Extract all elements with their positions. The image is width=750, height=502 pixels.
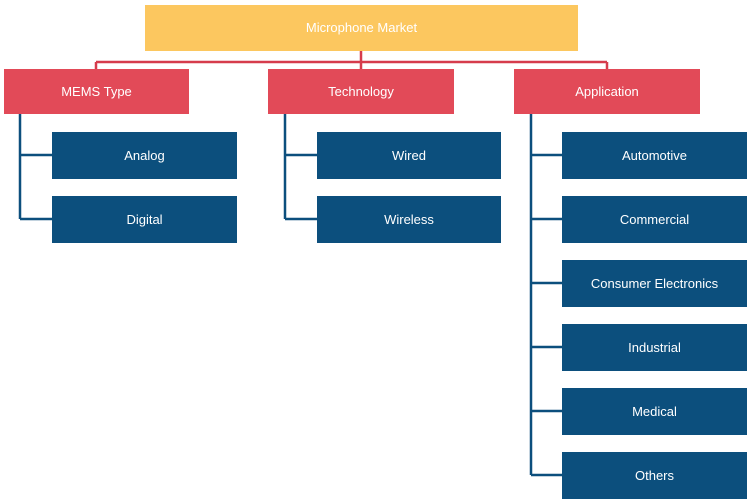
leaf-label: Digital <box>126 211 163 227</box>
category-technology: Technology <box>268 69 454 114</box>
mems-type-connector <box>18 114 52 221</box>
leaf-label: Industrial <box>628 339 681 355</box>
technology-connector <box>283 114 317 221</box>
leaf-wired: Wired <box>317 132 501 179</box>
root-node: Microphone Market <box>145 5 578 51</box>
root-node-label: Microphone Market <box>305 20 418 36</box>
category-mems-type: MEMS Type <box>4 69 189 114</box>
leaf-label: Wired <box>392 147 426 163</box>
leaf-others: Others <box>562 452 747 499</box>
category-label: MEMS Type <box>61 83 132 99</box>
category-label: Application <box>575 83 639 99</box>
leaf-label: Consumer Electronics <box>590 275 719 291</box>
leaf-label: Medical <box>632 403 677 419</box>
leaf-label: Analog <box>124 147 165 163</box>
leaf-label: Wireless <box>384 211 434 227</box>
leaf-label: Commercial <box>619 211 690 227</box>
leaf-label: Others <box>634 467 674 483</box>
leaf-medical: Medical <box>562 388 747 435</box>
leaf-wireless: Wireless <box>317 196 501 243</box>
leaf-digital: Digital <box>52 196 237 243</box>
leaf-label: Automotive <box>621 147 688 163</box>
category-application: Application <box>514 69 700 114</box>
leaf-analog: Analog <box>52 132 237 179</box>
leaf-automotive: Automotive <box>562 132 747 179</box>
leaf-commercial: Commercial <box>562 196 747 243</box>
application-connector <box>529 114 562 477</box>
category-label: Technology <box>328 83 394 99</box>
leaf-industrial: Industrial <box>562 324 747 371</box>
leaf-consumer-electronics: Consumer Electronics <box>562 260 747 307</box>
root-connector <box>94 51 609 69</box>
